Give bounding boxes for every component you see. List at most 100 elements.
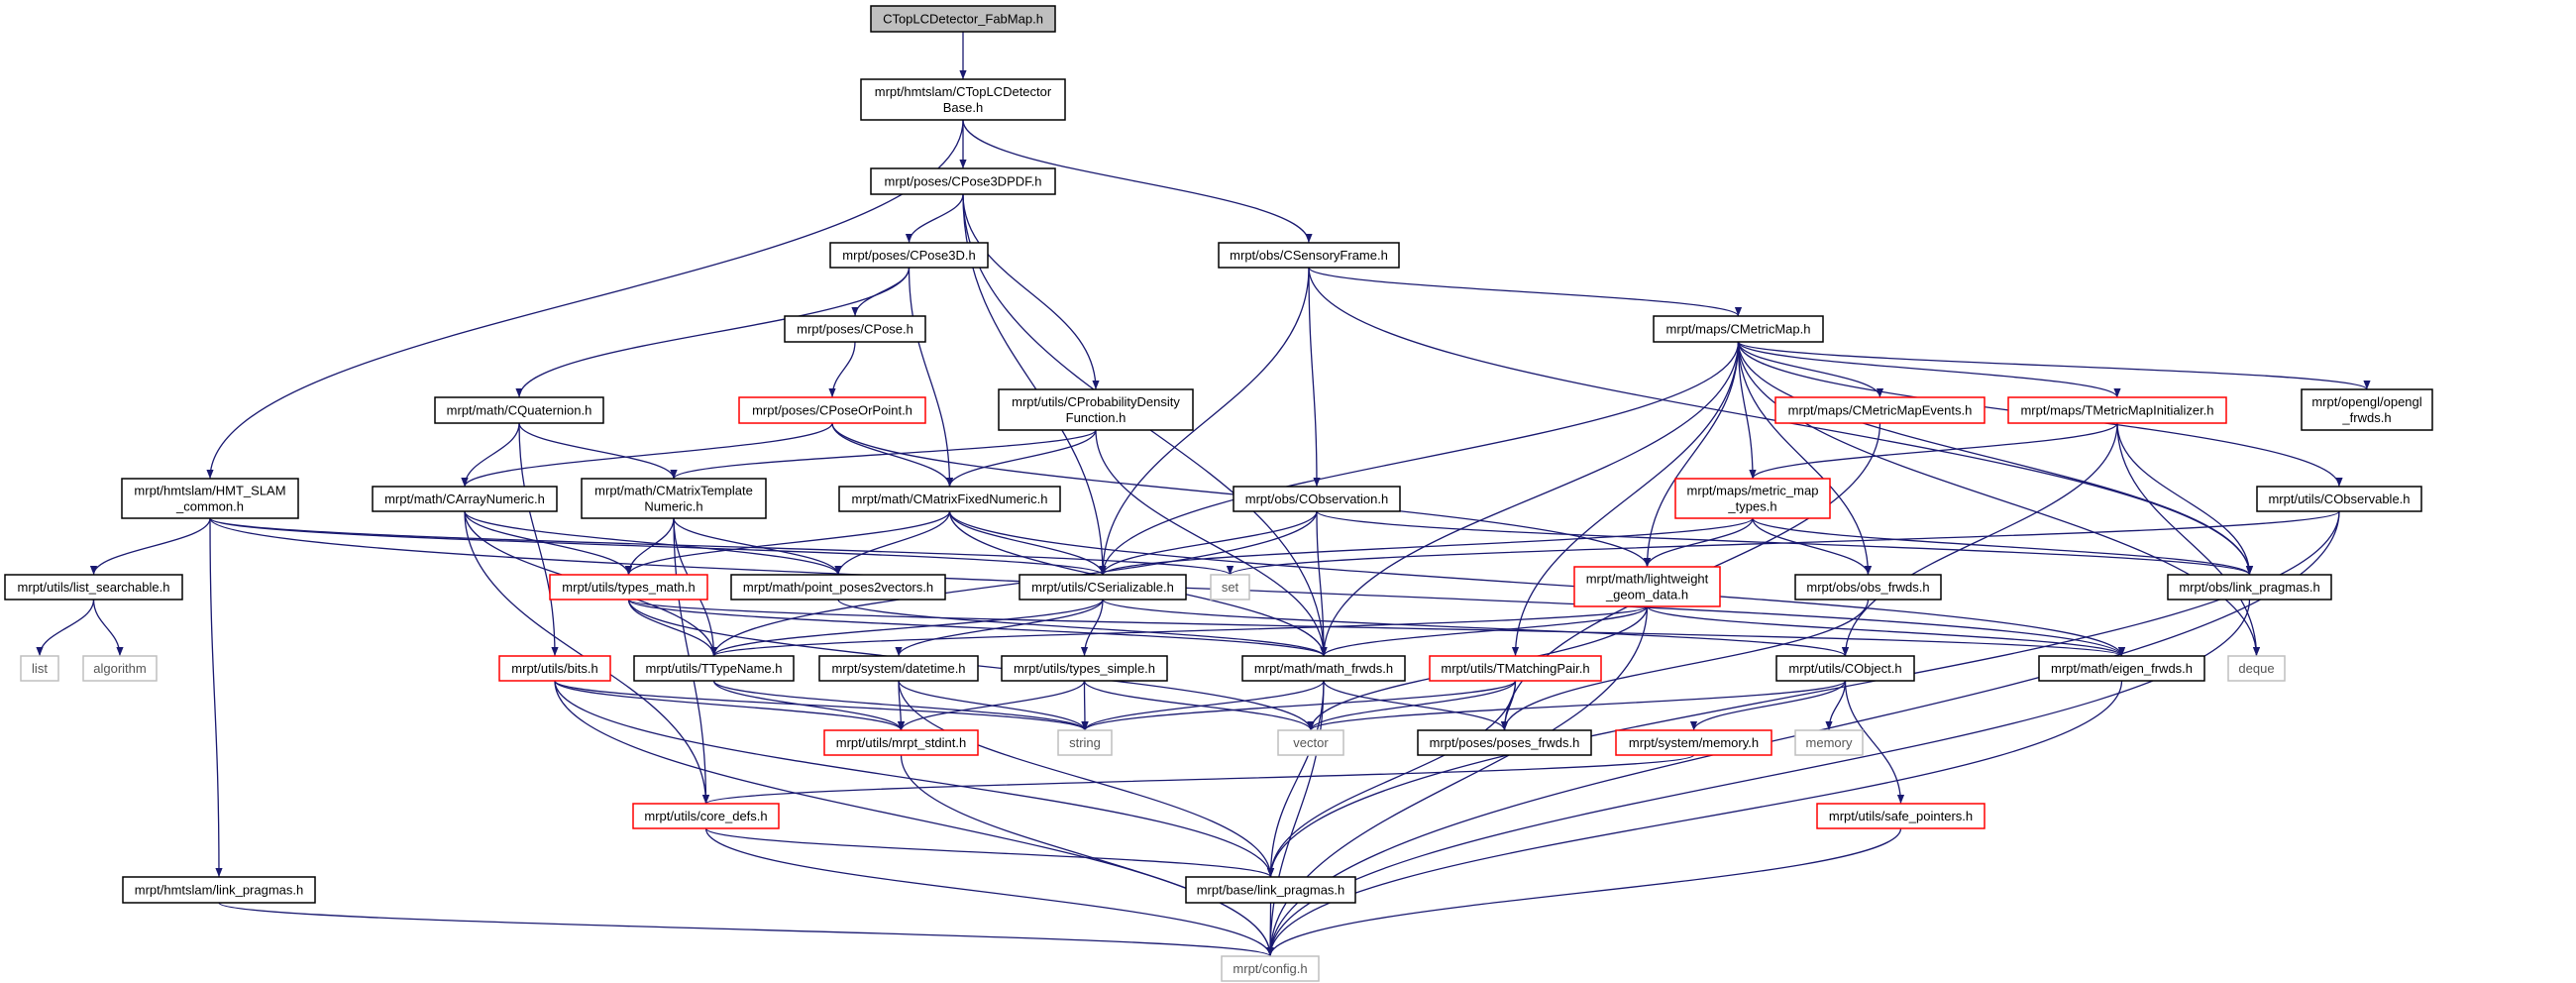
node-mrpt-math-carraynumeric-h[interactable]: mrpt/math/CArrayNumeric.h	[372, 486, 558, 512]
node-mrpt-math-lightweight-geom-data-h[interactable]: mrpt/math/lightweight_geom_data.h	[1573, 566, 1721, 607]
edge-29-35	[1266, 680, 1325, 957]
node-mrpt-poses-cpose3dpdf-h[interactable]: mrpt/poses/CPose3DPDF.h	[870, 167, 1056, 195]
node-mrpt-utils-bits-h[interactable]: mrpt/utils/bits.h	[498, 655, 611, 682]
node-box	[633, 655, 795, 682]
edge-21-26	[710, 599, 1104, 657]
node-box	[2167, 574, 2332, 601]
node-mrpt-poses-cpose-h[interactable]: mrpt/poses/CPose.h	[784, 315, 926, 343]
edge-21-28	[1080, 599, 1104, 657]
node-label: list	[32, 661, 48, 676]
node-box	[1794, 574, 1942, 601]
node-label: _types.h	[1727, 499, 1776, 514]
edge-16-20	[834, 510, 951, 576]
edge-4-9	[1308, 267, 1742, 317]
edge-9-40	[1737, 341, 2254, 576]
node-box	[870, 167, 1056, 195]
node-box	[1417, 729, 1592, 756]
edge-42-49	[1844, 680, 1905, 805]
edge-37-22	[1227, 510, 2340, 576]
edge-29-31	[1081, 680, 1325, 731]
node-mrpt-maps-cmetricmapevents-h[interactable]: mrpt/maps/CMetricMapEvents.h	[1774, 396, 1986, 424]
node-mrpt-utils-types-simple-h[interactable]: mrpt/utils/types_simple.h	[1001, 655, 1168, 682]
node-mrpt-utils-list-searchable-h[interactable]: mrpt/utils/list_searchable.h	[4, 574, 183, 601]
node-mrpt-utils-mrpt-stdint-h[interactable]: mrpt/utils/mrpt_stdint.h	[823, 729, 979, 756]
edge-9-10	[1737, 341, 1884, 398]
edge-26-30	[712, 680, 906, 731]
node-box	[998, 388, 1194, 431]
node-mrpt-utils-cobject-h[interactable]: mrpt/utils/CObject.h	[1775, 655, 1915, 682]
node-mrpt-base-link-pragmas-h[interactable]: mrpt/base/link_pragmas.h	[1185, 876, 1356, 904]
node-box	[498, 655, 611, 682]
node-mrpt-math-point-poses2vectors-h[interactable]: mrpt/math/point_poses2vectors.h	[730, 574, 946, 601]
node-mrpt-poses-cpose3d-h[interactable]: mrpt/poses/CPose3D.h	[829, 242, 989, 269]
node-mrpt-utils-ttypename-h[interactable]: mrpt/utils/TTypeName.h	[633, 655, 795, 682]
edge-20-29	[837, 599, 1328, 657]
node-box	[1615, 729, 1772, 756]
node-mrpt-system-memory-h[interactable]: mrpt/system/memory.h	[1615, 729, 1772, 756]
node-mrpt-obs-link-pragmas-h[interactable]: mrpt/obs/link_pragmas.h	[2167, 574, 2332, 601]
edge-3-16	[908, 267, 954, 488]
node-mrpt-hmtslam-link-pragmas-h[interactable]: mrpt/hmtslam/link_pragmas.h	[122, 876, 316, 904]
node-algorithm: algorithm	[82, 655, 158, 682]
node-box	[1057, 729, 1113, 756]
edge-41-45	[1307, 680, 1517, 731]
node-box	[818, 655, 979, 682]
edge-36-39	[1752, 517, 1873, 576]
node-box	[838, 486, 1061, 512]
node-box	[1674, 478, 1831, 519]
node-mrpt-hmtslam-hmt-slam-common-h[interactable]: mrpt/hmtslam/HMT_SLAM_common.h	[121, 478, 299, 519]
edge-25-31	[554, 680, 1089, 731]
node-box	[1816, 803, 1986, 829]
node-mrpt-obs-csensoryframe-h[interactable]: mrpt/obs/CSensoryFrame.h	[1218, 242, 1400, 269]
node-label: mrpt/maps/metric_map	[1687, 484, 1819, 498]
node-mrpt-utils-cserializable-h[interactable]: mrpt/utils/CSerializable.h	[1019, 574, 1187, 601]
node-mrpt-config-h: mrpt/config.h	[1221, 955, 1320, 982]
node-mrpt-opengl-opengl-frwds-h[interactable]: mrpt/opengl/opengl_frwds.h	[2301, 388, 2433, 431]
edge-1-13	[206, 119, 964, 480]
node-box	[829, 242, 989, 269]
node-mrpt-math-math-frwds-h[interactable]: mrpt/math/math_frwds.h	[1241, 655, 1406, 682]
node-label: algorithm	[93, 661, 146, 676]
node-mrpt-poses-poses-frwds-h[interactable]: mrpt/poses/poses_frwds.h	[1417, 729, 1592, 756]
node-mrpt-utils-safe-pointers-h[interactable]: mrpt/utils/safe_pointers.h	[1816, 803, 1986, 829]
node-mrpt-math-cquaternion-h[interactable]: mrpt/math/CQuaternion.h	[434, 396, 604, 424]
edge-7-14	[461, 422, 520, 488]
node-mrpt-system-datetime-h[interactable]: mrpt/system/datetime.h	[818, 655, 979, 682]
edge-27-34	[898, 680, 1275, 878]
edge-28-30	[897, 680, 1086, 731]
node-box	[1653, 315, 1824, 343]
node-label: mrpt/utils/types_simple.h	[1014, 661, 1155, 676]
node-mrpt-utils-cobservable-h[interactable]: mrpt/utils/CObservable.h	[2256, 486, 2422, 512]
node-box	[1210, 574, 1250, 601]
node-label: deque	[2238, 661, 2274, 676]
edge-14-19	[464, 510, 633, 576]
node-mrpt-utils-types-math-h[interactable]: mrpt/utils/types_math.h	[549, 574, 708, 601]
node-box	[372, 486, 558, 512]
node-label: mrpt/obs/obs_frwds.h	[1806, 580, 1929, 595]
node-ctoplcdetector-fabmap-h[interactable]: CTopLCDetector_FabMap.h	[870, 5, 1056, 33]
node-mrpt-poses-cposeorpoint-h[interactable]: mrpt/poses/CPoseOrPoint.h	[738, 396, 926, 424]
node-mrpt-maps-cmetricmap-h[interactable]: mrpt/maps/CMetricMap.h	[1653, 315, 1824, 343]
node-mrpt-math-cmatrixfixednumeric-h[interactable]: mrpt/math/CMatrixFixedNumeric.h	[838, 486, 1061, 512]
edge-5-6	[828, 341, 856, 398]
node-mrpt-obs-obs-frwds-h[interactable]: mrpt/obs/obs_frwds.h	[1794, 574, 1942, 601]
edge-2-3	[905, 193, 964, 244]
node-mrpt-utils-tmatchingpair-h[interactable]: mrpt/utils/TMatchingPair.h	[1429, 655, 1602, 682]
node-mrpt-maps-tmetricmapinitializer-h[interactable]: mrpt/maps/TMetricMapInitializer.h	[2007, 396, 2227, 424]
node-mrpt-utils-core-defs-h[interactable]: mrpt/utils/core_defs.h	[632, 803, 780, 829]
edge-19-43	[627, 599, 2125, 657]
node-box	[82, 655, 158, 682]
node-label: mrpt/utils/bits.h	[511, 661, 597, 676]
node-label: mrpt/utils/list_searchable.h	[18, 580, 170, 595]
edge-7-15	[518, 422, 678, 480]
edge-19-29	[627, 599, 1328, 657]
node-mrpt-math-eigen-frwds-h[interactable]: mrpt/math/eigen_frwds.h	[2038, 655, 2205, 682]
node-mrpt-obs-cobservation-h[interactable]: mrpt/obs/CObservation.h	[1233, 486, 1401, 512]
node-mrpt-maps-metric-map-types-h[interactable]: mrpt/maps/metric_map_types.h	[1674, 478, 1831, 519]
node-label: mrpt/math/lightweight	[1586, 572, 1709, 587]
edge-28-45	[1083, 680, 1315, 731]
